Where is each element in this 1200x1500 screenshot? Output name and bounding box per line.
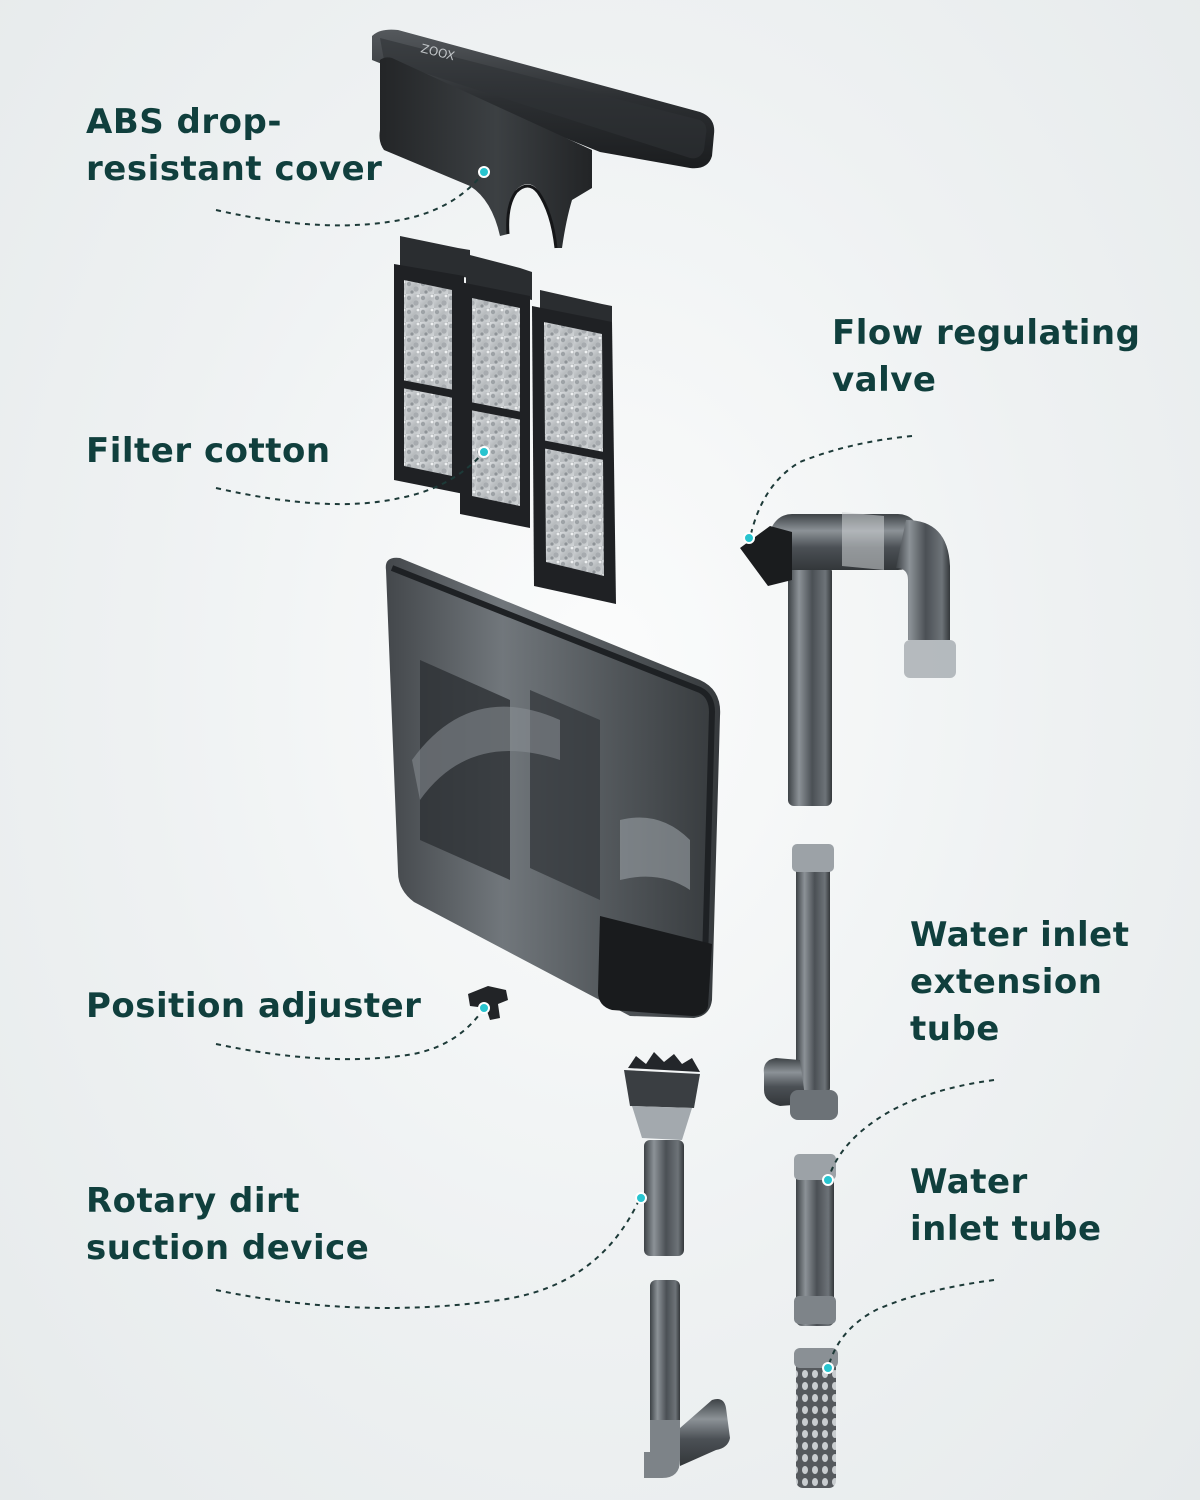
filter-tank-part [385,557,721,1018]
position-adjuster-part [468,986,508,1020]
leader-line-position-adjuster [215,1007,485,1061]
marker-dot-inlet-tube [822,1362,834,1374]
label-flow-valve: Flow regulating valve [832,313,1141,400]
leader-line-rotary-suction [215,1197,641,1309]
label-abs-cover: ABS drop- resistant cover [86,102,383,189]
label-extension-tube: Water inlet extension tube [910,915,1130,1049]
marker-dot-filter-cotton [478,446,490,458]
label-position-adjuster: Position adjuster [86,986,422,1026]
rotary-suction-part [624,1052,730,1478]
marker-dot-rotary-suction [635,1192,647,1204]
extension-tube-part [763,844,838,1120]
label-filter-cotton: Filter cotton [86,431,331,471]
leader-line-abs-cover [215,171,485,227]
filter-cotton-part [394,236,616,604]
abs-cover-part: ZOOX [372,29,715,249]
marker-dot-position-adjuster [478,1002,490,1014]
leader-line-inlet-tube [827,1279,995,1369]
label-rotary-suction: Rotary dirt suction device [86,1181,370,1268]
leader-line-flow-valve [749,435,913,539]
marker-dot-abs-cover [478,166,490,178]
inlet-tube-part [794,1154,836,1326]
label-inlet-tube: Water inlet tube [910,1162,1102,1249]
marker-dot-flow-valve [743,532,755,544]
leader-line-extension-tube [827,1079,995,1181]
marker-dot-extension-tube [822,1174,834,1186]
flow-valve-part [740,512,956,806]
